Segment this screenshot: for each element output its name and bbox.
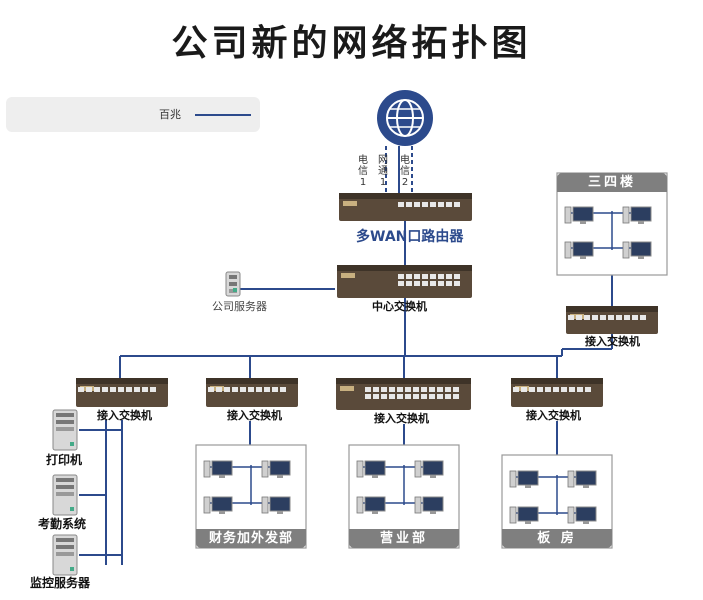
switch-label-2: 接入交换机 <box>227 409 282 422</box>
access-switch-3-device <box>336 378 471 410</box>
wan-label-1: 电信1 <box>358 155 368 188</box>
pc-icon <box>564 206 594 224</box>
pc-icon <box>356 496 386 514</box>
floor-switch-device <box>566 306 658 334</box>
room-title-floor: 三四楼 <box>557 173 667 192</box>
monitor-server-label: 监控服务器 <box>30 576 91 590</box>
pc-icon <box>567 506 597 524</box>
wan-label-2: 网通1 <box>378 155 388 188</box>
room-title-board: 板 房 <box>502 529 612 548</box>
pc-icon <box>356 460 386 478</box>
printer-label: 打印机 <box>46 453 83 467</box>
server-label: 公司服务器 <box>212 300 267 313</box>
pc-icon <box>261 496 291 514</box>
switch-label-3: 接入交换机 <box>374 412 429 425</box>
access-switch-4-device <box>511 378 603 407</box>
room-title-finance: 财务加外发部 <box>196 529 306 548</box>
attendance-label: 考勤系统 <box>38 517 87 531</box>
wan-label-3: 电信2 <box>400 155 410 188</box>
room-title-sales: 营业部 <box>349 529 459 548</box>
pc-icon <box>509 470 539 488</box>
pc-icon <box>622 241 652 259</box>
pc-groups <box>203 206 652 524</box>
pc-icon <box>203 496 233 514</box>
page-title: 公司新的网络拓扑图 <box>171 22 532 64</box>
core-switch-label: 中心交换机 <box>372 300 427 313</box>
pc-icon <box>203 460 233 478</box>
floor-switch-label: 接入交换机 <box>585 335 640 348</box>
legend-line-sample <box>195 114 251 116</box>
access-switch-2-device <box>206 378 298 407</box>
network-devices <box>52 193 658 576</box>
core-switch-device <box>337 265 472 298</box>
switch-label-4: 接入交换机 <box>526 409 581 422</box>
attendance-system-icon <box>52 474 78 516</box>
pc-icon <box>414 460 444 478</box>
router-label: 多WAN口路由器 <box>356 229 464 245</box>
access-switch-1-device <box>76 378 168 407</box>
printer-icon <box>52 409 78 451</box>
legend: 百兆 <box>6 97 260 132</box>
monitor-server-icon <box>52 534 78 576</box>
pc-icon <box>261 460 291 478</box>
switch-label-1: 接入交换机 <box>97 409 152 422</box>
pc-icon <box>564 241 594 259</box>
pc-icon <box>567 470 597 488</box>
company-server-icon <box>225 271 241 297</box>
router-device <box>339 193 472 221</box>
pc-icon <box>622 206 652 224</box>
pc-icon <box>509 506 539 524</box>
globe-icon <box>377 90 433 146</box>
pc-icon <box>414 496 444 514</box>
legend-label: 百兆 <box>159 108 181 121</box>
